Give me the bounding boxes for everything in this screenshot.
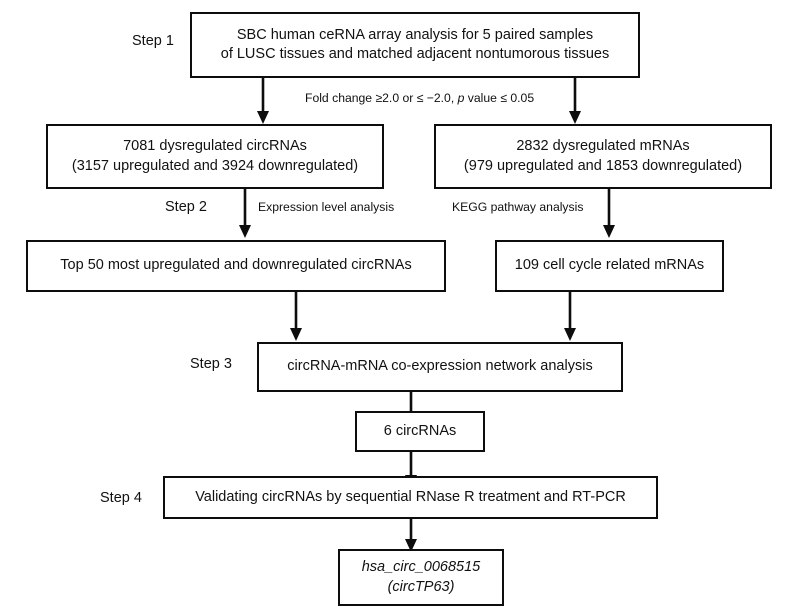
arrow-step1-to-circrna bbox=[255, 78, 271, 125]
arrow-cellcycle-to-coexpression bbox=[562, 292, 578, 342]
edge-label-filter-p: p bbox=[457, 91, 465, 105]
box-circrna-line1: 7081 dysregulated circRNAs bbox=[123, 138, 307, 155]
box-mrna-line1: 2832 dysregulated mRNAs bbox=[516, 138, 690, 155]
box-circrna-dysregulated: 7081 dysregulated circRNAs (3157 upregul… bbox=[46, 124, 384, 189]
box-coexpression-line1: circRNA-mRNA co-expression network analy… bbox=[287, 358, 593, 375]
arrow-circrna-to-top50 bbox=[237, 189, 253, 239]
box-cellcycle-mrnas: 109 cell cycle related mRNAs bbox=[495, 240, 724, 292]
box-final-circtp63: hsa_circ_0068515 (circTP63) bbox=[338, 549, 504, 606]
box-step1-line2: of LUSC tissues and matched adjacent non… bbox=[220, 46, 610, 62]
box-six-circrnas-line1: 6 circRNAs bbox=[383, 422, 457, 439]
box-mrna-line2: (979 upregulated and 1853 downregulated) bbox=[463, 157, 743, 174]
box-six-circrnas: 6 circRNAs bbox=[355, 411, 485, 452]
box-final-line1: hsa_circ_0068515 bbox=[361, 559, 481, 576]
arrow-top50-to-coexpression bbox=[288, 292, 304, 342]
edge-label-filter-criteria: Fold change ≥2.0 or ≤ −2.0, p value ≤ 0.… bbox=[305, 91, 534, 105]
box-step1-line1: SBC human ceRNA array analysis for 5 pai… bbox=[236, 26, 594, 43]
edge-label-filter-post: value ≤ 0.05 bbox=[464, 91, 535, 105]
edge-label-filter-pre: Fold change ≥2.0 or ≤ −2.0, bbox=[305, 91, 458, 105]
edge-label-kegg-pathway: KEGG pathway analysis bbox=[452, 200, 584, 214]
box-validation-line1: Validating circRNAs by sequential RNase … bbox=[195, 488, 626, 505]
box-coexpression-network: circRNA-mRNA co-expression network analy… bbox=[257, 342, 623, 392]
box-mrna-dysregulated: 2832 dysregulated mRNAs (979 upregulated… bbox=[434, 124, 772, 189]
step-label-4: Step 4 bbox=[100, 490, 142, 506]
step-label-3: Step 3 bbox=[190, 356, 232, 372]
box-cellcycle-line1: 109 cell cycle related mRNAs bbox=[514, 257, 705, 274]
arrow-mrna-to-cellcycle bbox=[601, 189, 617, 239]
box-top50-circrnas: Top 50 most upregulated and downregulate… bbox=[26, 240, 446, 292]
step-label-2: Step 2 bbox=[165, 199, 207, 215]
box-final-line2: (circTP63) bbox=[387, 578, 455, 595]
box-step1-array-analysis: SBC human ceRNA array analysis for 5 pai… bbox=[190, 12, 640, 78]
step-label-1: Step 1 bbox=[132, 33, 174, 49]
arrow-validation-to-final bbox=[403, 519, 419, 553]
edge-label-expression-level: Expression level analysis bbox=[258, 200, 395, 214]
box-validation-rnaser-rtpcr: Validating circRNAs by sequential RNase … bbox=[163, 476, 658, 519]
arrow-step1-to-mrna bbox=[567, 78, 583, 125]
box-circrna-line2: (3157 upregulated and 3924 downregulated… bbox=[71, 157, 359, 174]
box-top50-line1: Top 50 most upregulated and downregulate… bbox=[60, 257, 412, 274]
